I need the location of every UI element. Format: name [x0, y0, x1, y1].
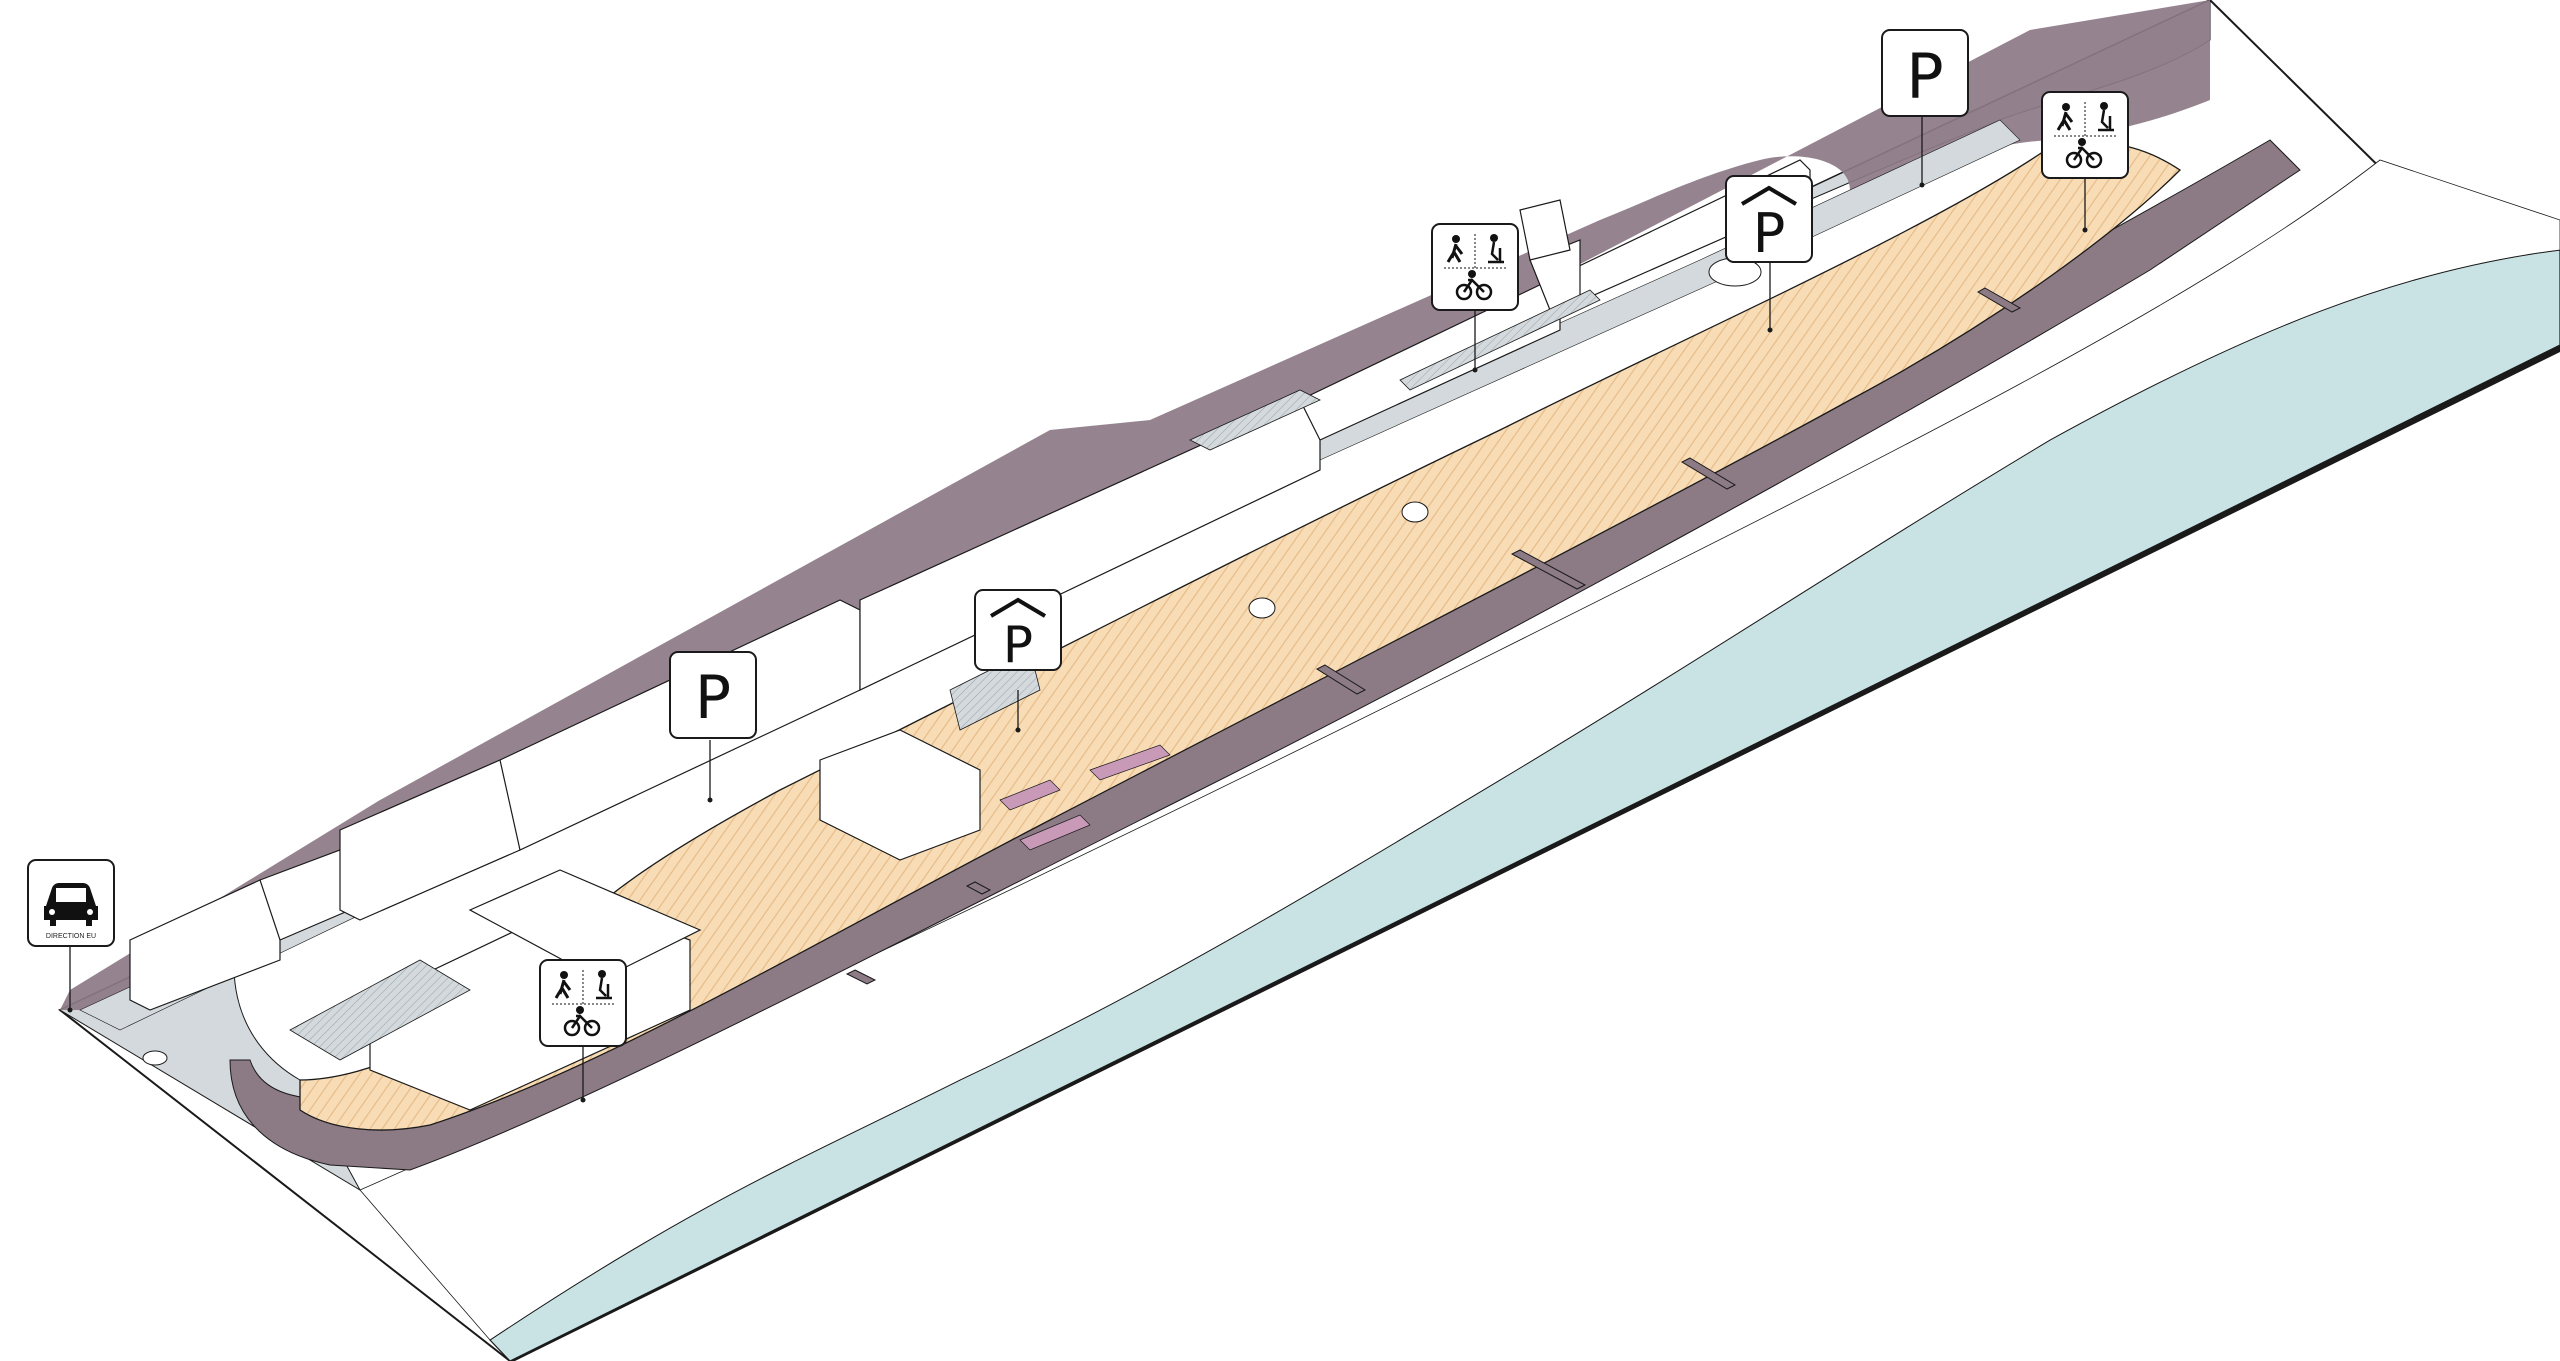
sign-poles — [69, 110, 2086, 1100]
covered-parking-icon — [989, 597, 1047, 618]
pedestrian-scooter-bicycle-icon — [1444, 234, 1506, 301]
parking-icon: P — [695, 663, 731, 733]
mobility-sign-mid — [1431, 223, 1519, 311]
car-icon — [44, 883, 98, 926]
sign-pole-dots — [67, 182, 2088, 1103]
kiosks — [1248, 501, 1429, 619]
covered-parking-letter: P — [1753, 202, 1786, 265]
beach-sand — [359, 159, 2560, 1341]
jetties — [845, 287, 2022, 985]
car-direction-sign: DIRECTION EU — [27, 859, 115, 947]
parking-sign-right: P — [1881, 29, 1969, 117]
parking-sign-left: P — [669, 651, 757, 739]
car-direction-caption: DIRECTION EU — [46, 933, 96, 940]
pedestrian-scooter-bicycle-icon — [2054, 102, 2116, 169]
mobility-sign-right — [2041, 91, 2129, 179]
covered-parking-icon — [1740, 185, 1798, 206]
covered-parking-sign-left: P — [974, 589, 1062, 674]
covered-parking-sign-right: P — [1725, 175, 1813, 265]
mobility-sign-left — [539, 959, 627, 1047]
covered-parking-letter: P — [1003, 616, 1033, 674]
lower-building — [369, 729, 981, 1111]
pedestrian-scooter-bicycle-icon — [552, 970, 614, 1037]
parking-icon: P — [1906, 40, 1943, 113]
pink-bench-accents — [999, 744, 1171, 851]
